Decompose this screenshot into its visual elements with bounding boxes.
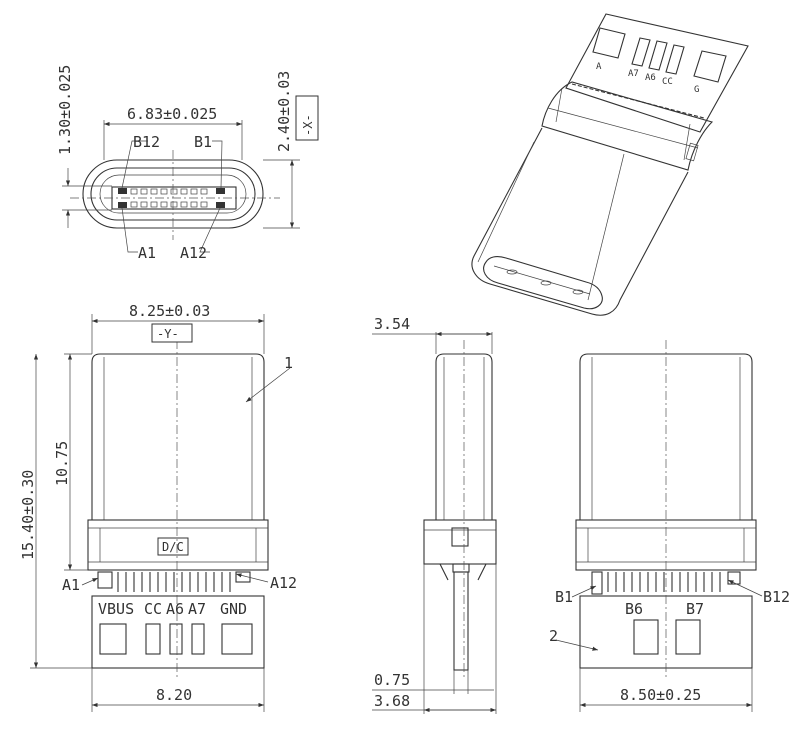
dim-opening-height: 2.40±0.03 (275, 71, 293, 152)
dim-side-width: 3.54 (374, 315, 410, 333)
bottom-pin-row (591, 571, 741, 595)
pin-label-b12: B12 (133, 133, 160, 151)
bottom-label-b7: B7 (686, 600, 704, 618)
label-cc: CC (144, 600, 162, 618)
bottom-pin-b12: B12 (763, 588, 790, 606)
mating-face-view: B12 B1 A1 A12 6.83±0.025 1.30±0.025 2.40… (56, 65, 319, 262)
side-view: 3.54 0.75 3.68 (372, 315, 497, 714)
iso-label-a6: A6 (645, 73, 656, 83)
datum-dc: D/C (162, 540, 184, 554)
datum-x: -X- (301, 114, 315, 136)
top-pin-a1: A1 (62, 576, 80, 594)
top-pin-row (97, 571, 251, 592)
label-gnd: GND (220, 600, 247, 618)
contact-pads (118, 188, 225, 208)
dim-shell-length: 10.75 (53, 441, 71, 486)
datum-y: -Y- (157, 327, 179, 341)
iso-label-g: G (694, 85, 699, 95)
dim-body-width: 8.25±0.03 (129, 302, 210, 320)
dim-total-length: 15.40±0.30 (19, 470, 37, 560)
dim-pitch-height: 1.30±0.025 (56, 65, 74, 155)
top-pin-a12: A12 (270, 574, 297, 592)
dim-opening-width: 6.83±0.025 (127, 105, 217, 123)
isometric-view: A A7 A6 CC G (471, 13, 749, 316)
callout-1: 1 (284, 354, 293, 372)
bottom-view: B6 B7 B1 B12 2 8.50±0.25 (549, 340, 790, 712)
callout-2: 2 (549, 627, 558, 645)
label-vbus: VBUS (98, 600, 134, 618)
pin-label-a12: A12 (180, 244, 207, 262)
label-a7: A7 (188, 600, 206, 618)
label-a6: A6 (166, 600, 184, 618)
pin-label-a1: A1 (138, 244, 156, 262)
top-view: D/C VBUS CC A6 (19, 302, 297, 712)
iso-label-a: A (596, 62, 602, 72)
iso-label-a7: A7 (628, 69, 639, 79)
dim-back-width: 8.50±0.25 (620, 686, 701, 704)
pin-label-b1: B1 (194, 133, 212, 151)
iso-label-cc: CC (662, 77, 673, 87)
bottom-label-b6: B6 (625, 600, 643, 618)
bottom-pin-b1: B1 (555, 588, 573, 606)
dim-side-overall: 3.68 (374, 692, 410, 710)
dim-tail-thickness: 0.75 (374, 671, 410, 689)
dim-pcb-width-front: 8.20 (156, 686, 192, 704)
